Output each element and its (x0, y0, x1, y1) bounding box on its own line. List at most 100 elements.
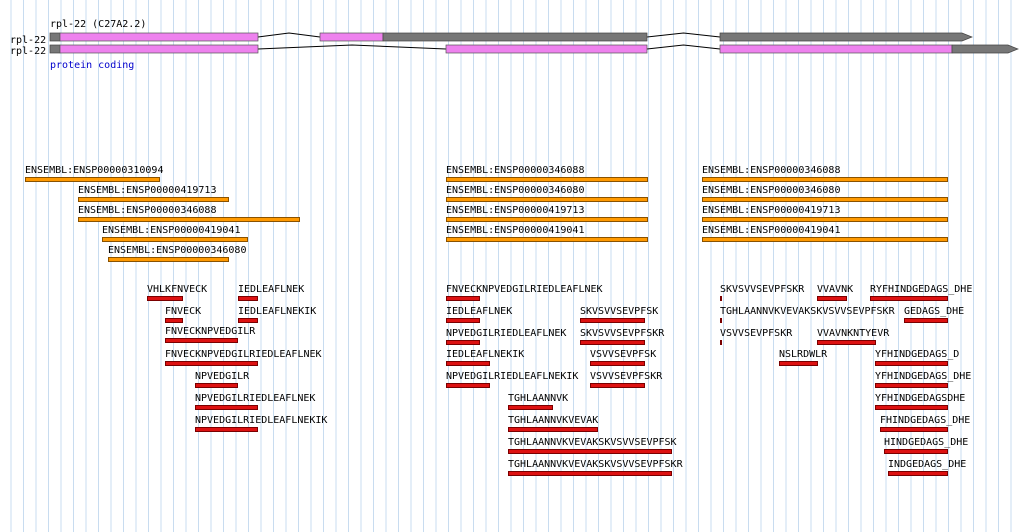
gene-sequence-name: (C27A2.2) (92, 19, 147, 30)
cds-exon[interactable] (445, 44, 648, 54)
protein-match-label: ENSEMBL:ENSP00000346080 (108, 245, 247, 256)
transcript-model[interactable] (49, 32, 973, 42)
peptide-match-bar[interactable] (590, 383, 645, 388)
transcript-track[interactable] (0, 20, 1020, 90)
peptide-match-bar[interactable] (508, 405, 553, 410)
peptide-match-bar[interactable] (817, 340, 876, 345)
protein-match-label: ENSEMBL:ENSP00000419713 (446, 205, 585, 216)
peptide-match-label: TGHLAANNVKVEVAK (508, 415, 599, 426)
peptide-match-bar[interactable] (580, 340, 645, 345)
peptide-match-bar[interactable] (870, 296, 948, 301)
peptide-match-bar[interactable] (195, 427, 258, 432)
peptide-match-label: NPVEDGILR (195, 371, 250, 382)
protein-match-label: ENSEMBL:ENSP00000419713 (702, 205, 841, 216)
peptide-match-label: IEDLEAFLNEK (446, 306, 513, 317)
utr-exon[interactable] (49, 32, 61, 42)
utr-exon[interactable] (382, 32, 648, 42)
peptide-match-bar[interactable] (446, 383, 490, 388)
peptide-match-label: TGHLAANNVKVEVAKSKVSVVSEVPFSK (508, 437, 677, 448)
peptide-match-label: VSVVSEVPFSK (590, 349, 657, 360)
peptide-match-bar[interactable] (165, 338, 238, 343)
peptide-match-bar[interactable] (508, 471, 672, 476)
protein-match-bar[interactable] (446, 217, 648, 222)
peptide-match-bar[interactable] (875, 361, 948, 366)
protein-match-bar[interactable] (108, 257, 229, 262)
protein-match-bar[interactable] (446, 177, 648, 182)
intron-line (646, 32, 721, 38)
peptide-match-bar[interactable] (508, 449, 672, 454)
peptide-match-bar[interactable] (195, 383, 238, 388)
utr-exon[interactable] (719, 32, 973, 42)
peptide-match-bar[interactable] (590, 361, 645, 366)
peptide-match-bar[interactable] (875, 405, 948, 410)
peptide-match-bar[interactable] (720, 340, 722, 345)
peptide-match-bar[interactable] (147, 296, 183, 301)
protein-match-bar[interactable] (78, 217, 300, 222)
utr-exon[interactable] (49, 44, 61, 54)
peptide-match-bar[interactable] (904, 318, 948, 323)
peptide-match-bar[interactable] (165, 361, 258, 366)
protein-match-label: ENSEMBL:ENSP00000346088 (78, 205, 217, 216)
peptide-match-label: VSVVSEVPFSKR (720, 328, 793, 339)
transcript-model[interactable] (49, 44, 1019, 54)
peptide-match-bar[interactable] (238, 296, 258, 301)
peptide-match-label: SKVSVVSEVPFSKR (720, 284, 805, 295)
protein-match-label: ENSEMBL:ENSP00000310094 (25, 165, 164, 176)
peptide-match-label: IEDLEAFLNEKIK (446, 349, 525, 360)
peptide-match-label: NPVEDGILRIEDLEAFLNEK (446, 328, 567, 339)
peptide-match-bar[interactable] (165, 318, 183, 323)
protein-match-label: ENSEMBL:ENSP00000419041 (446, 225, 585, 236)
peptide-match-bar[interactable] (875, 383, 948, 388)
peptide-match-bar[interactable] (720, 296, 722, 301)
peptide-match-label: VSVVSEVPFSKR (590, 371, 663, 382)
protein-match-bar[interactable] (702, 217, 948, 222)
protein-match-bar[interactable] (702, 237, 948, 242)
cds-exon[interactable] (59, 32, 259, 42)
peptide-match-label: TGHLAANNVK (508, 393, 569, 404)
peptide-match-label: FNVECK (165, 306, 202, 317)
protein-match-label: ENSEMBL:ENSP00000419041 (702, 225, 841, 236)
protein-match-bar[interactable] (702, 197, 948, 202)
peptide-match-bar[interactable] (238, 318, 258, 323)
protein-match-bar[interactable] (446, 197, 648, 202)
utr-exon[interactable] (951, 44, 1019, 54)
cds-exon[interactable] (59, 44, 259, 54)
peptide-match-label: NPVEDGILRIEDLEAFLNEKIK (195, 415, 328, 426)
protein-match-bar[interactable] (102, 237, 248, 242)
protein-match-bar[interactable] (446, 237, 648, 242)
protein-match-label: ENSEMBL:ENSP00000419713 (78, 185, 217, 196)
cds-exon[interactable] (719, 44, 953, 54)
peptide-match-bar[interactable] (446, 340, 480, 345)
cds-exon[interactable] (319, 32, 384, 42)
peptide-match-bar[interactable] (580, 318, 645, 323)
peptide-match-bar[interactable] (779, 361, 818, 366)
protein-match-bar[interactable] (78, 197, 229, 202)
peptide-match-label: GEDAGS_DHE (904, 306, 965, 317)
peptide-match-label: INDGEDAGS_DHE (888, 459, 967, 470)
protein-match-bar[interactable] (25, 177, 160, 182)
peptide-match-bar[interactable] (720, 318, 722, 323)
peptide-match-label: YFHINDGEDAGS_DHE (875, 371, 972, 382)
peptide-match-bar[interactable] (195, 405, 258, 410)
peptide-match-label: IEDLEAFLNEKIK (238, 306, 317, 317)
protein-match-bar[interactable] (702, 177, 948, 182)
peptide-match-label: VVAVNK (817, 284, 854, 295)
peptide-match-label: FNVECKNPVEDGILRIEDLEAFLNEK (446, 284, 603, 295)
gene-title[interactable]: rpl-22 (C27A2.2) (50, 19, 146, 30)
protein-match-label: ENSEMBL:ENSP00000346088 (702, 165, 841, 176)
peptide-match-label: FNVECKNPVEDGILR (165, 326, 256, 337)
peptide-match-label: IEDLEAFLNEK (238, 284, 305, 295)
gene-name: rpl-22 (50, 19, 87, 30)
peptide-match-bar[interactable] (508, 427, 598, 432)
peptide-match-bar[interactable] (888, 471, 948, 476)
intron-line (646, 44, 721, 50)
transcript-label: rpl-22 (10, 35, 47, 46)
peptide-match-bar[interactable] (817, 296, 847, 301)
peptide-match-bar[interactable] (880, 427, 948, 432)
peptide-match-bar[interactable] (446, 361, 490, 366)
peptide-match-label: TGHLAANNVKVEVAKSKVSVVSEVPFSKR (720, 306, 895, 317)
peptide-match-bar[interactable] (884, 449, 948, 454)
peptide-match-bar[interactable] (446, 296, 480, 301)
peptide-match-bar[interactable] (446, 318, 480, 323)
